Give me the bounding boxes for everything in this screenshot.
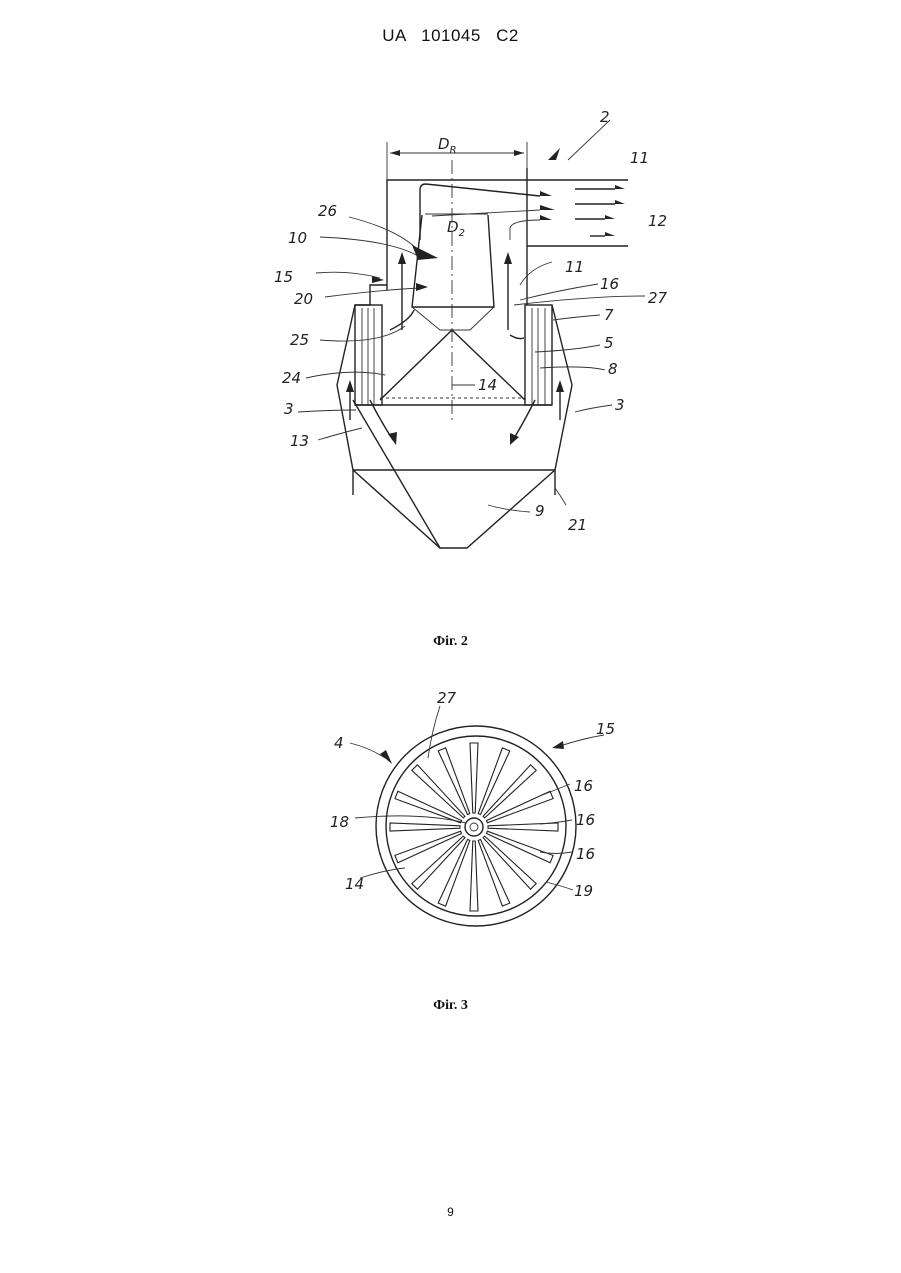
rotor-outer-ring — [376, 726, 576, 926]
rotor-blades — [390, 743, 558, 911]
rotor-blade — [470, 743, 478, 813]
rotor-hub — [465, 818, 483, 836]
fig3-label-19: 19 — [574, 882, 593, 900]
fig3-label-16b: 16 — [576, 811, 595, 829]
rotor-blade — [470, 841, 478, 911]
figure-3-drawing: 27 4 15 16 18 16 16 14 19 — [0, 0, 901, 1000]
fig3-label-14: 14 — [345, 875, 364, 893]
rotor-blade — [390, 823, 460, 831]
fig3-label-27: 27 — [437, 689, 457, 707]
page-number: 9 — [0, 1205, 901, 1219]
rotor-blade — [488, 823, 558, 831]
fig3-label-16a: 16 — [574, 777, 593, 795]
rotor-inner-ring — [386, 736, 566, 916]
fig3-label-4: 4 — [334, 734, 344, 752]
figure-3-caption: Фіг. 3 — [0, 998, 901, 1014]
fig3-label-18: 18 — [330, 813, 349, 831]
fig3-label-15: 15 — [596, 720, 615, 738]
fig3-label-16c: 16 — [576, 845, 595, 863]
